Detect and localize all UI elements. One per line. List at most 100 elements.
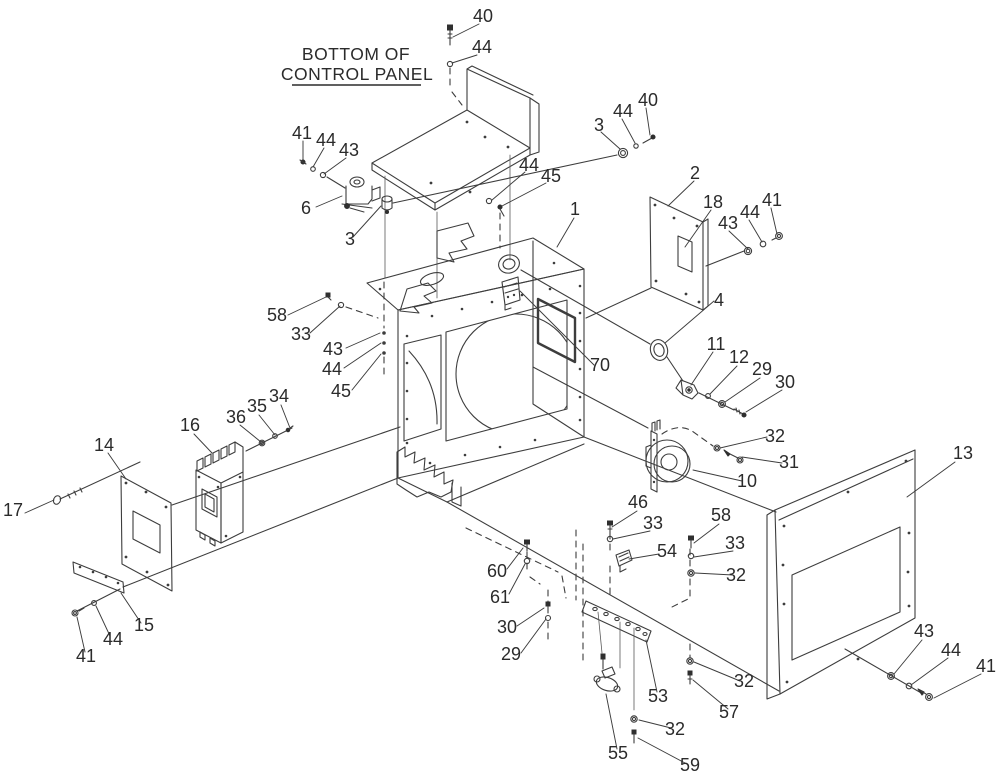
callout-41: 41 — [976, 656, 996, 676]
callout-44: 44 — [322, 359, 342, 379]
part-strip-15 — [72, 561, 125, 594]
callout-55: 55 — [608, 743, 628, 763]
washer-32-59 — [630, 715, 638, 723]
callout-61: 61 — [490, 587, 510, 607]
washer-44-topright — [633, 143, 639, 149]
part-bracket-70 — [501, 276, 521, 311]
callout-17: 17 — [3, 500, 23, 520]
part-louver-panel-13 — [766, 449, 916, 700]
callout-6: 6 — [301, 198, 311, 218]
callout-32: 32 — [765, 426, 785, 446]
callout-44: 44 — [740, 202, 760, 222]
washer-44-panel2 — [759, 240, 767, 248]
callout-29: 29 — [501, 644, 521, 664]
part-plug-3 — [381, 195, 393, 215]
part-grommet-4 — [649, 339, 669, 361]
callout-44: 44 — [613, 101, 633, 121]
callout-41: 41 — [762, 190, 782, 210]
washer-61 — [523, 557, 531, 565]
washer-35 — [272, 433, 278, 439]
callout-2: 2 — [690, 163, 700, 183]
callout-41: 41 — [76, 646, 96, 666]
part-bracket-55 — [593, 653, 621, 693]
diagram-artwork — [24, 23, 982, 764]
callout-10: 10 — [737, 471, 757, 491]
washer-43-topleft — [319, 171, 327, 179]
bolt-41-strip — [71, 607, 85, 617]
washer-12 — [705, 393, 711, 399]
callout-44: 44 — [472, 37, 492, 57]
screw-59 — [631, 729, 637, 744]
callout-44: 44 — [103, 629, 123, 649]
washer-36 — [258, 439, 266, 447]
title-line-1: BOTTOM OF — [302, 44, 410, 64]
callout-40: 40 — [473, 6, 493, 26]
washer-44-top — [446, 60, 454, 68]
washer-33-58 — [687, 552, 695, 560]
callout-45: 45 — [541, 166, 561, 186]
callout-43: 43 — [914, 621, 934, 641]
screw-58-left — [325, 292, 332, 301]
callout-54: 54 — [657, 541, 677, 561]
callout-40: 40 — [638, 90, 658, 110]
callout-29: 29 — [752, 359, 772, 379]
callout-43: 43 — [718, 213, 738, 233]
callout-15: 15 — [134, 615, 154, 635]
callout-43: 43 — [323, 339, 343, 359]
callout-33: 33 — [291, 324, 311, 344]
callout-34: 34 — [269, 386, 289, 406]
washer-44-louver — [905, 682, 913, 690]
callout-3: 3 — [345, 229, 355, 249]
bolt-30 — [733, 407, 747, 418]
washer-29-bottom — [544, 614, 552, 622]
washer-29 — [718, 400, 726, 408]
part-bracket-6 — [341, 176, 381, 213]
callout-44: 44 — [316, 130, 336, 150]
screw-34 — [285, 425, 294, 433]
bolt-41-panel2 — [771, 232, 783, 241]
screw-60 — [524, 539, 530, 552]
bolt-41-topleft — [299, 159, 307, 165]
screws-43-44-45-left — [382, 331, 386, 355]
part-access-panel-2 — [649, 196, 709, 311]
part-horn-10 — [645, 419, 691, 493]
callout-11: 11 — [707, 334, 726, 354]
callout-4: 4 — [714, 290, 724, 310]
callout-3: 3 — [594, 115, 604, 135]
callout-44: 44 — [519, 155, 539, 175]
screw-57 — [687, 670, 693, 685]
callout-14: 14 — [94, 435, 114, 455]
callout-53: 53 — [648, 686, 668, 706]
callout-45: 45 — [331, 381, 351, 401]
callout-60: 60 — [487, 561, 507, 581]
fasteners — [71, 24, 933, 744]
leader-lines — [24, 23, 982, 764]
callout-58: 58 — [711, 505, 731, 525]
part-clip-54 — [615, 549, 633, 573]
callout-18: 18 — [703, 192, 723, 212]
callout-31: 31 — [779, 452, 799, 472]
part-latch-11 — [675, 379, 699, 400]
callout-32: 32 — [726, 565, 746, 585]
part-circuit-breaker-16 — [195, 441, 244, 547]
callout-58: 58 — [267, 305, 287, 325]
callout-36: 36 — [226, 407, 246, 427]
callout-59: 59 — [680, 755, 700, 775]
callout-41: 41 — [292, 123, 312, 143]
callout-57: 57 — [719, 702, 739, 722]
screw-46 — [607, 520, 613, 534]
callout-12: 12 — [729, 347, 749, 367]
part-breaker-panel-14 — [120, 475, 173, 592]
callout-33: 33 — [725, 533, 745, 553]
part-mount-bar-53 — [581, 600, 652, 643]
callout-32: 32 — [665, 719, 685, 739]
screw-30-bottom — [545, 601, 551, 614]
callout-30: 30 — [497, 617, 517, 637]
screw-45-mid — [497, 204, 505, 217]
callout-43: 43 — [339, 140, 359, 160]
callout-35: 35 — [247, 396, 267, 416]
callout-1: 1 — [570, 199, 580, 219]
